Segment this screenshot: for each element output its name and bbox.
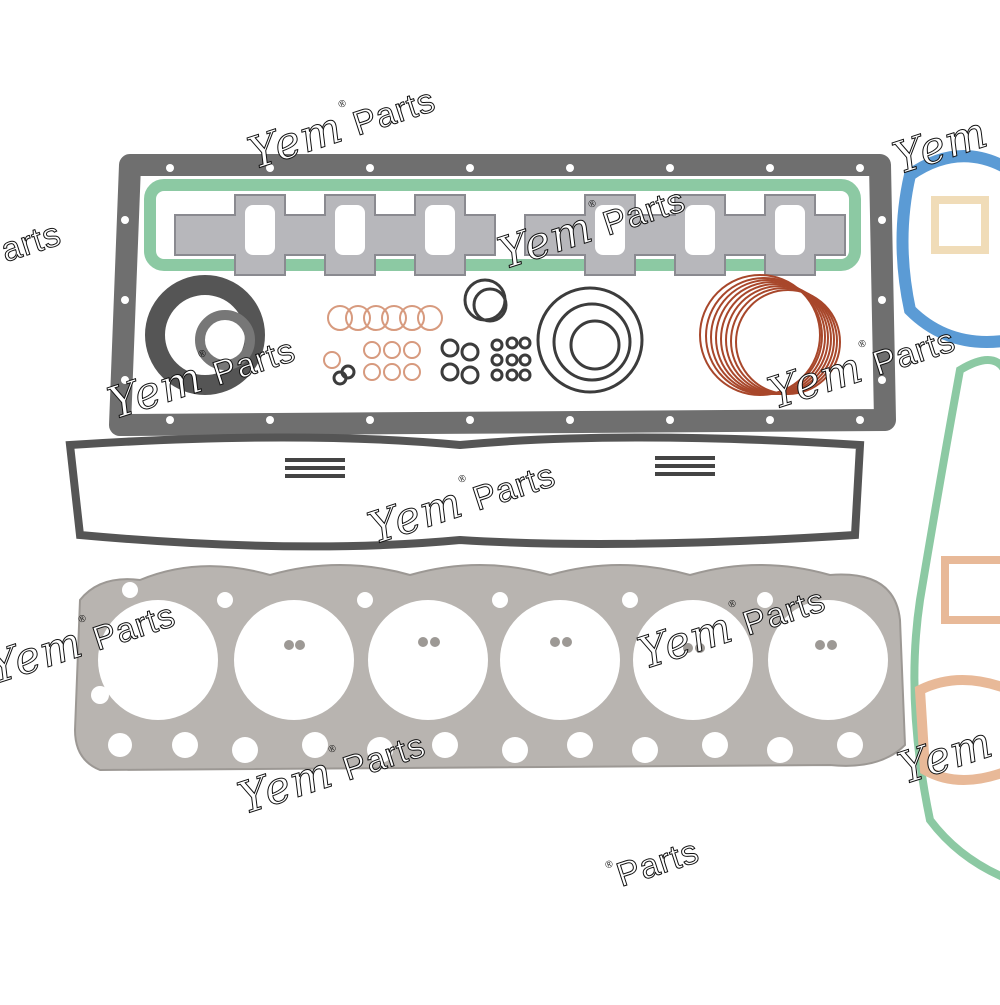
small-orings (334, 338, 530, 384)
